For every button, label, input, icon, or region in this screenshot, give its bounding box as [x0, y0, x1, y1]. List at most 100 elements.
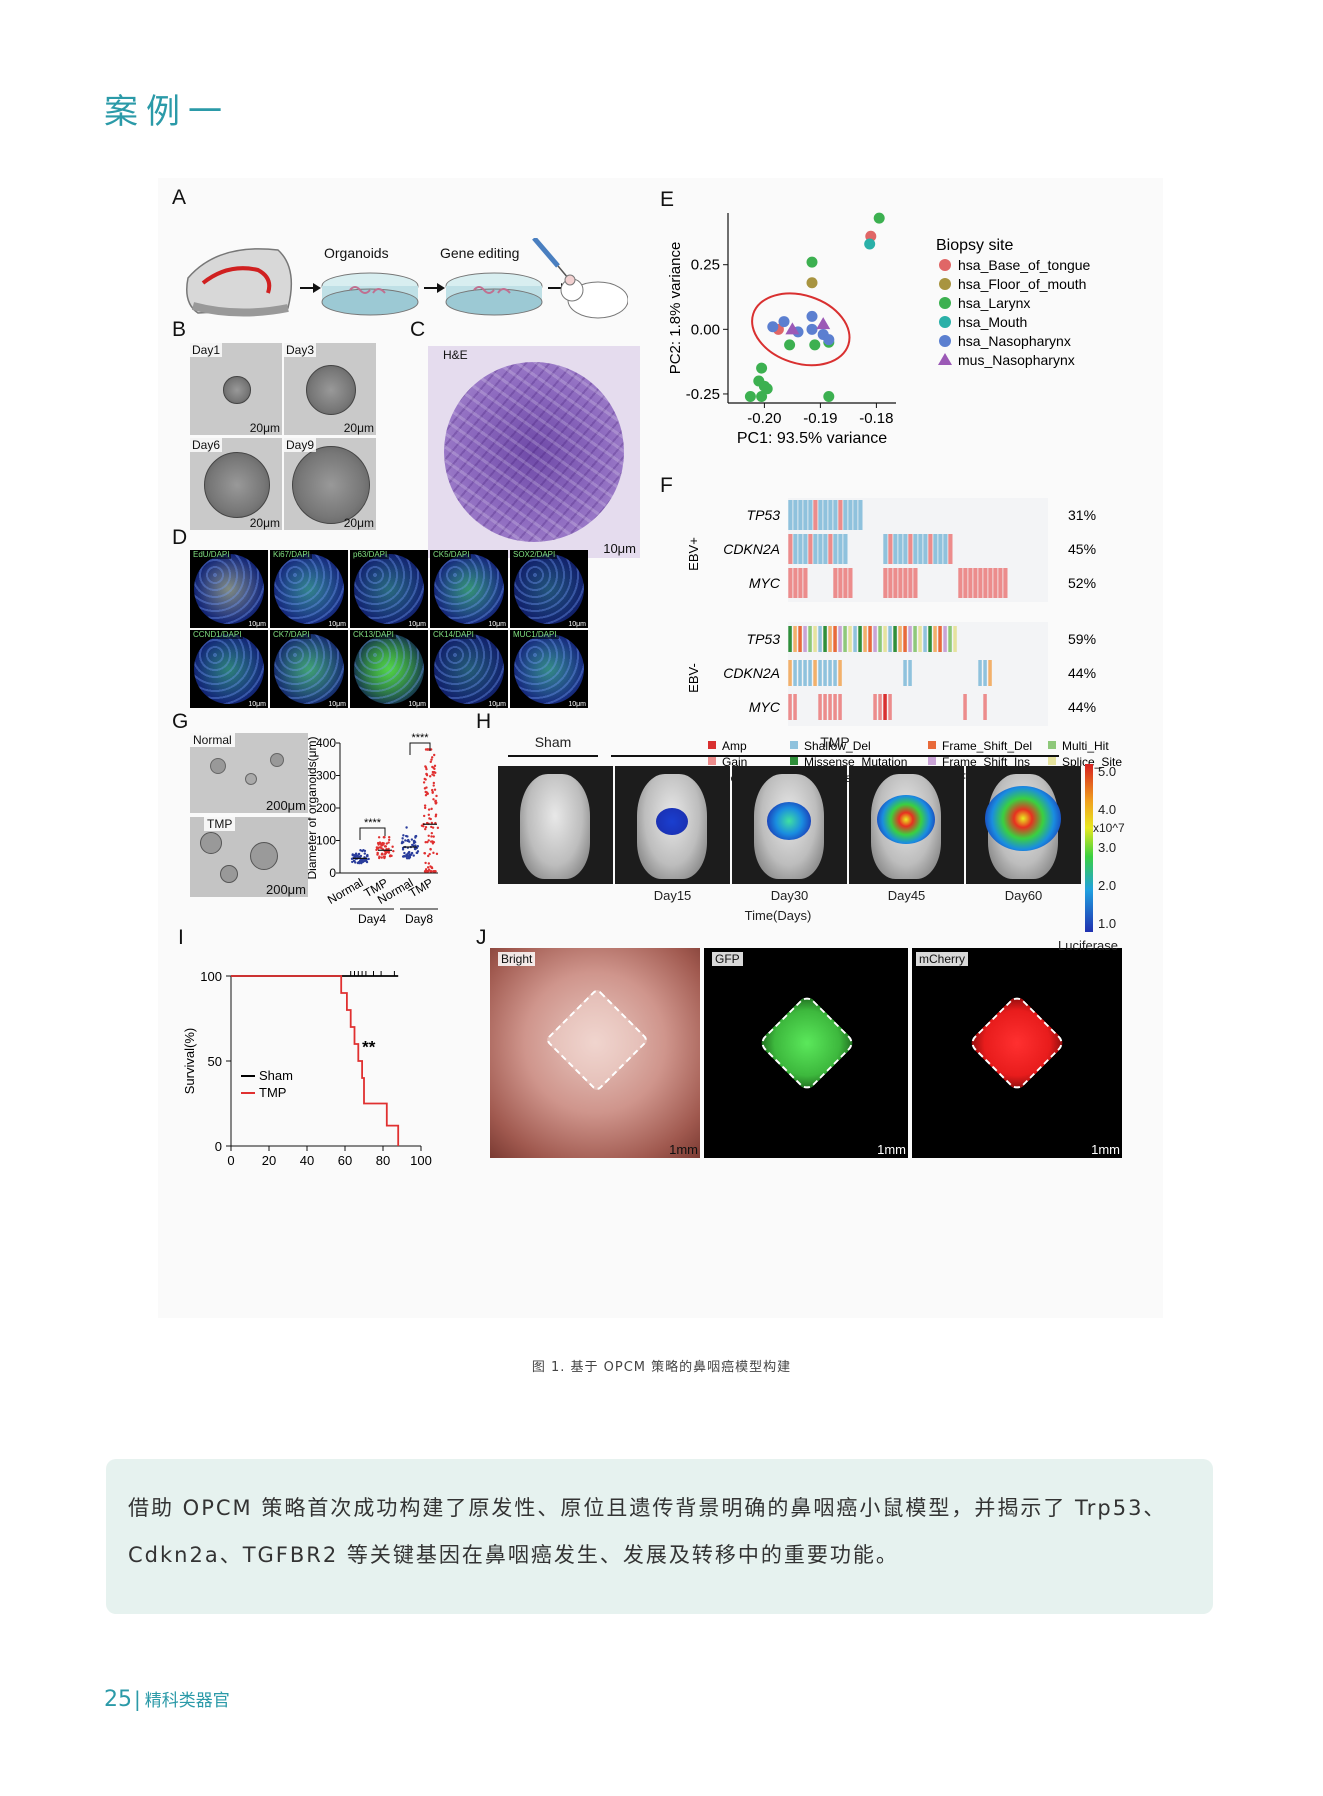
data-point — [427, 839, 430, 842]
data-point — [406, 839, 409, 843]
panel-j-letter: J — [476, 926, 487, 949]
legend-marker — [939, 297, 951, 309]
nuclei-texture — [434, 634, 504, 704]
frequency-label: 52% — [1068, 575, 1096, 591]
data-point — [389, 854, 392, 857]
x-tick-label: 0 — [227, 1153, 234, 1168]
data-point — [357, 855, 360, 859]
scatter-point — [809, 339, 821, 351]
alteration-cell — [843, 534, 848, 564]
gfp-scale: 1mm — [877, 1142, 906, 1157]
alteration-cell — [858, 626, 862, 652]
alteration-cell — [903, 534, 908, 564]
scatter-point — [806, 323, 818, 335]
data-point — [380, 853, 384, 856]
alteration-cell — [888, 694, 892, 720]
alteration-cell — [888, 568, 893, 598]
data-point — [424, 794, 428, 797]
significance-label: **** — [364, 817, 382, 829]
alteration-cell — [818, 534, 823, 564]
alteration-cell — [908, 534, 913, 564]
y-tick-label: 0.00 — [691, 321, 720, 338]
alteration-cell — [963, 694, 967, 720]
mouse-icon — [560, 274, 628, 319]
data-point — [423, 777, 426, 781]
scale-text: 10μm — [488, 701, 506, 708]
alteration-cell — [918, 534, 923, 564]
data-point — [431, 770, 435, 774]
alteration-cell — [918, 626, 922, 652]
stain-label: CK5/DAPI — [431, 550, 472, 559]
stain-label: CCND1/DAPI — [191, 630, 244, 639]
alteration-cell — [808, 626, 812, 652]
alteration-cell — [828, 500, 833, 530]
alteration-cell — [788, 694, 792, 720]
data-point — [432, 851, 435, 855]
alteration-cell — [893, 626, 897, 652]
alteration-cell — [998, 568, 1003, 598]
alteration-cell — [813, 500, 818, 530]
gene-label: TP53 — [747, 507, 781, 523]
legend-swatch — [928, 741, 936, 749]
data-point — [416, 850, 420, 853]
syringe-icon — [532, 238, 569, 279]
scatter-point — [806, 310, 818, 322]
data-point — [422, 814, 426, 818]
alteration-cell — [853, 500, 858, 530]
day-label: Day1 — [190, 343, 223, 357]
data-point — [410, 852, 413, 855]
data-point — [354, 861, 357, 864]
alteration-cell — [798, 534, 803, 564]
y-tick-label: 300 — [316, 769, 336, 783]
alteration-cell — [858, 500, 863, 530]
legend-label: Frame_Shift_Ins — [942, 755, 1030, 769]
alteration-cell — [818, 694, 822, 720]
alteration-cell — [988, 660, 992, 686]
scatter-point — [744, 391, 756, 403]
data-point — [427, 748, 430, 751]
alteration-cell — [833, 694, 837, 720]
category-label: TMP — [407, 875, 436, 900]
data-point — [430, 825, 433, 829]
x-tick-label: 40 — [300, 1153, 314, 1168]
data-point — [431, 790, 434, 794]
data-point — [365, 858, 368, 861]
data-point — [384, 845, 387, 848]
mouse-imaging-frame — [615, 766, 730, 884]
alteration-cell — [963, 568, 968, 598]
scatter-point — [864, 238, 876, 250]
scale-text: 10μm — [408, 701, 426, 708]
organoid-blob — [291, 445, 371, 525]
data-point — [432, 835, 435, 838]
alteration-cell — [903, 626, 907, 652]
stained-organoid — [194, 634, 264, 704]
tmp-organoid-image: TMP 200μm — [190, 817, 308, 897]
stained-organoid — [354, 634, 424, 704]
immunofluorescence-image: CCND1/DAPI 10μm — [190, 630, 268, 708]
luciferase-colorbar — [1085, 764, 1093, 932]
oncoprint-background — [788, 622, 1048, 726]
data-point — [359, 849, 362, 852]
y-tick-label: 400 — [316, 736, 336, 750]
legend-label: Shallow_Del — [804, 739, 871, 753]
scatter-point — [823, 334, 835, 346]
stain-label: SOX2/DAPI — [511, 550, 558, 559]
alteration-cell — [913, 568, 918, 598]
alteration-cell — [818, 660, 822, 686]
scale-text: 10μm — [248, 701, 266, 708]
data-point — [412, 839, 416, 843]
frequency-label: 45% — [1068, 541, 1096, 557]
gene-label: CDKN2A — [723, 541, 780, 557]
scatter-point — [756, 391, 768, 403]
page-footer: 25|精科类器官 — [104, 1687, 230, 1712]
stain-label: Ki67/DAPI — [271, 550, 312, 559]
y-axis-title: PC2: 1.8% variance — [667, 242, 684, 375]
data-point — [434, 799, 437, 802]
legend-label: hsa_Floor_of_mouth — [958, 276, 1086, 292]
tmp-image-label: TMP — [204, 817, 236, 831]
tmp-bracket — [611, 755, 1059, 757]
